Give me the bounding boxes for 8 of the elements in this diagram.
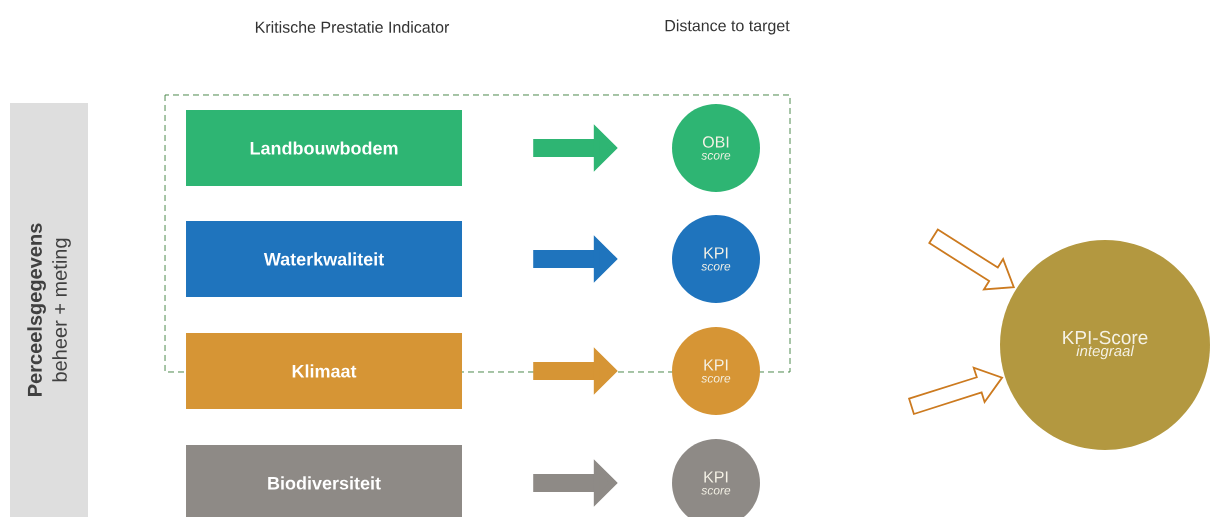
- column-header: Kritische Prestatie Indicator: [255, 21, 450, 33]
- side-band: Perceelsgegevens beheer + meting: [10, 103, 88, 517]
- indicator-box: Biodiversiteit: [186, 445, 462, 517]
- outline-arrow: [928, 228, 1016, 291]
- column-header: Distance to target: [665, 19, 790, 35]
- indicator-box: Landbouwbodem: [186, 110, 462, 186]
- indicator-box: Klimaat: [186, 333, 462, 409]
- indicator-box: Waterkwaliteit: [186, 221, 462, 297]
